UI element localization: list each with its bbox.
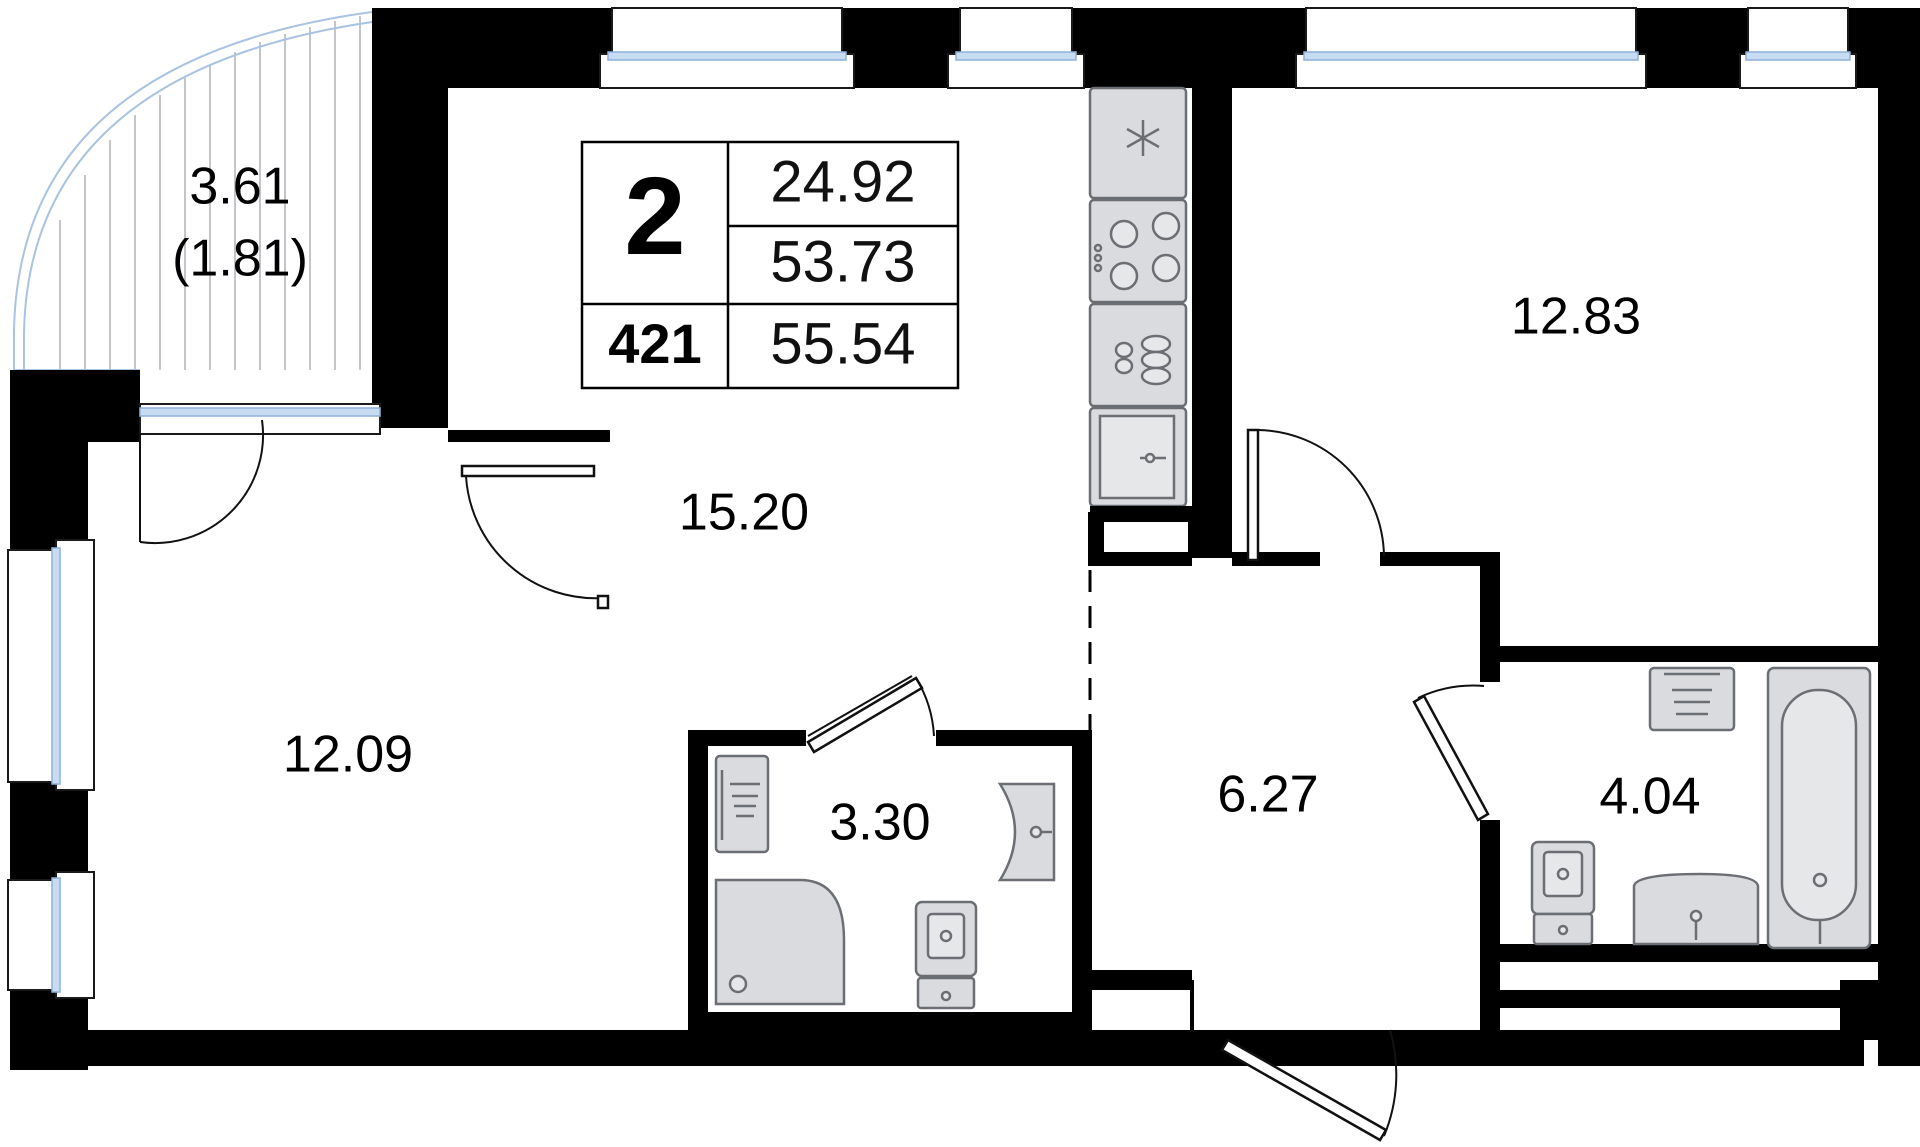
balcony-area: 3.61 [189, 158, 290, 216]
toilet-icon [1530, 840, 1596, 946]
balcony [13, 11, 373, 371]
bedroom-right-area: 12.83 [1511, 288, 1641, 346]
kitchen-living-area: 15.20 [679, 484, 809, 542]
total-area: 53.73 [770, 229, 915, 294]
balcony-reduced-area: (1.81) [172, 230, 308, 288]
balcony-door-window [139, 403, 381, 435]
window-left-1 [7, 539, 95, 791]
apartment-number: 421 [608, 312, 701, 375]
rooms-count: 2 [624, 155, 685, 278]
doors [139, 419, 1490, 1142]
bathroom-area: 4.04 [1599, 768, 1700, 826]
apartment-info-box: 2 24.92 53.73 421 55.54 [580, 140, 960, 390]
bathtub-icon [1766, 666, 1872, 950]
fridge-icon [1088, 86, 1188, 200]
window-top-2 [947, 7, 1085, 89]
total-with-balcony: 55.54 [770, 311, 915, 376]
hallway-area: 6.27 [1217, 766, 1318, 824]
window-top-3 [1295, 7, 1647, 89]
sink-icon [1088, 406, 1188, 508]
stove-icon [1088, 198, 1188, 304]
bathroom-fixtures [1530, 666, 1872, 950]
washing-machine-icon [1648, 666, 1736, 732]
sink-icon [997, 782, 1056, 882]
shower-icon [714, 878, 846, 1006]
washing-machine-icon [714, 754, 770, 854]
sink-icon [1632, 872, 1760, 946]
wc-area: 3.30 [829, 794, 930, 852]
room-labels: 3.61 (1.81) 12.09 15.20 12.83 6.27 3.30 … [172, 158, 1701, 852]
washing-machine-icon [1088, 302, 1188, 408]
window-left-2 [7, 871, 95, 999]
door-bedroom-right[interactable] [1246, 428, 1385, 562]
door-entrance[interactable] [1220, 1029, 1398, 1142]
door-balcony[interactable] [139, 419, 265, 545]
toilet-icon [914, 900, 978, 1010]
living-area: 24.92 [770, 149, 915, 214]
door-bathroom[interactable] [1412, 684, 1490, 822]
door-wc[interactable] [806, 675, 935, 754]
window-top-4 [1739, 7, 1857, 89]
bedroom-left-area: 12.09 [283, 726, 413, 784]
window-top-1 [599, 7, 855, 89]
wc-fixtures [714, 754, 1056, 1010]
windows [7, 7, 1857, 999]
door-living-left[interactable] [460, 464, 610, 610]
balcony-hatching [59, 16, 361, 370]
kitchen-fixtures [1088, 86, 1194, 552]
